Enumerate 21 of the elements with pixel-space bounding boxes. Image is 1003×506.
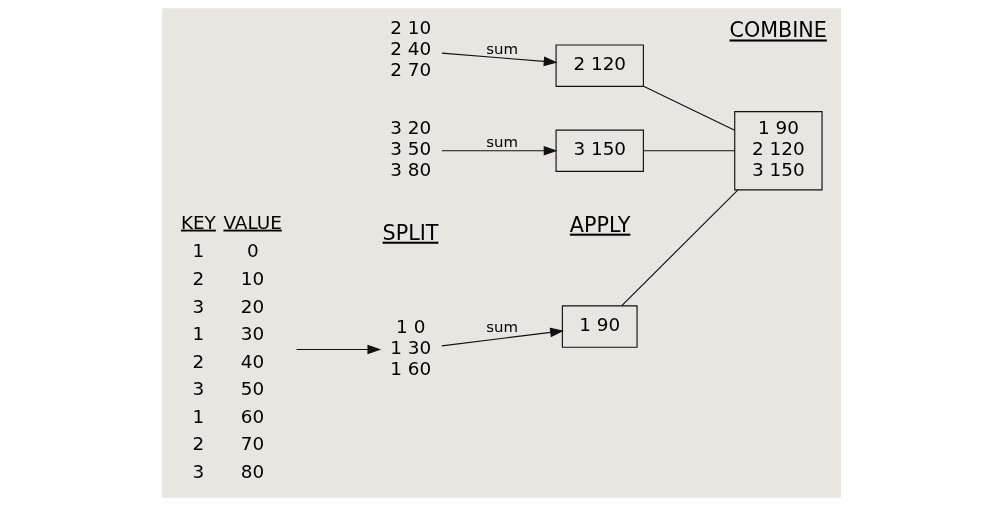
arrow <box>441 327 564 347</box>
node-text: KEY VALUE 1 0 2 10 3 20 1 30 2 40 3 50 1 60 2 70 3 80 <box>180 211 282 482</box>
node-text: 2 10 2 40 2 70 <box>390 17 432 80</box>
node-box: 1 90 <box>561 305 638 348</box>
connector <box>643 85 736 131</box>
node-box: 1 90 2 120 3 150 <box>734 111 823 191</box>
edge-label: sum <box>486 39 518 58</box>
arrow <box>441 145 558 156</box>
node-text: 1 0 1 30 1 60 <box>390 316 432 379</box>
label: SPLIT <box>382 220 439 245</box>
label: APPLY <box>569 212 631 237</box>
label: COMBINE <box>729 18 827 43</box>
arrow <box>441 52 558 67</box>
connector <box>643 150 736 152</box>
node-text: 3 20 3 50 3 80 <box>390 117 432 180</box>
node-box: 3 150 <box>555 129 644 172</box>
connector <box>621 189 739 307</box>
node-box: 2 120 <box>555 44 644 87</box>
edge-label: sum <box>486 317 518 336</box>
arrow <box>295 344 382 355</box>
edge-label: sum <box>486 132 518 151</box>
